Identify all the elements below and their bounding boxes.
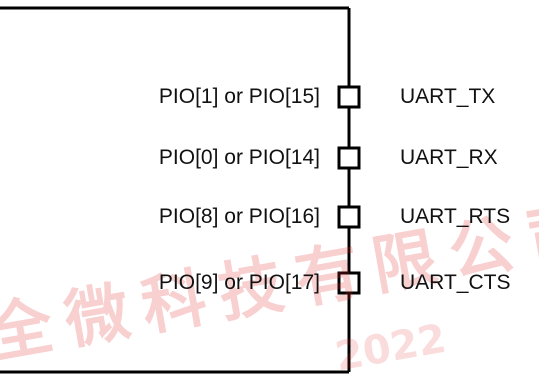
chip-outline — [0, 6, 361, 374]
pin-right-label: UART_CTS — [400, 271, 511, 294]
pin-row-uart-cts: PIO[9] or PIO[17] UART_CTS — [0, 268, 539, 298]
pin-square — [337, 146, 361, 170]
pin-right-label: UART_RTS — [400, 205, 511, 228]
pin-row-uart-rx: PIO[0] or PIO[14] UART_RX — [0, 143, 539, 173]
pin-left-label: PIO[0] or PIO[14] — [158, 146, 320, 169]
pin-right-label: UART_TX — [400, 85, 496, 108]
pin-left-label: PIO[9] or PIO[17] — [158, 271, 320, 294]
pin-row-uart-tx: PIO[1] or PIO[15] UART_TX — [0, 82, 539, 112]
pin-square — [337, 271, 361, 295]
uart-pin-diagram — [0, 6, 361, 374]
pin-row-uart-rts: PIO[8] or PIO[16] UART_RTS — [0, 202, 539, 232]
pin-left-label: PIO[1] or PIO[15] — [158, 85, 320, 108]
pin-left-label: PIO[8] or PIO[16] — [158, 205, 320, 228]
pin-square — [337, 85, 361, 109]
pin-square — [337, 205, 361, 229]
pin-right-label: UART_RX — [400, 146, 498, 169]
